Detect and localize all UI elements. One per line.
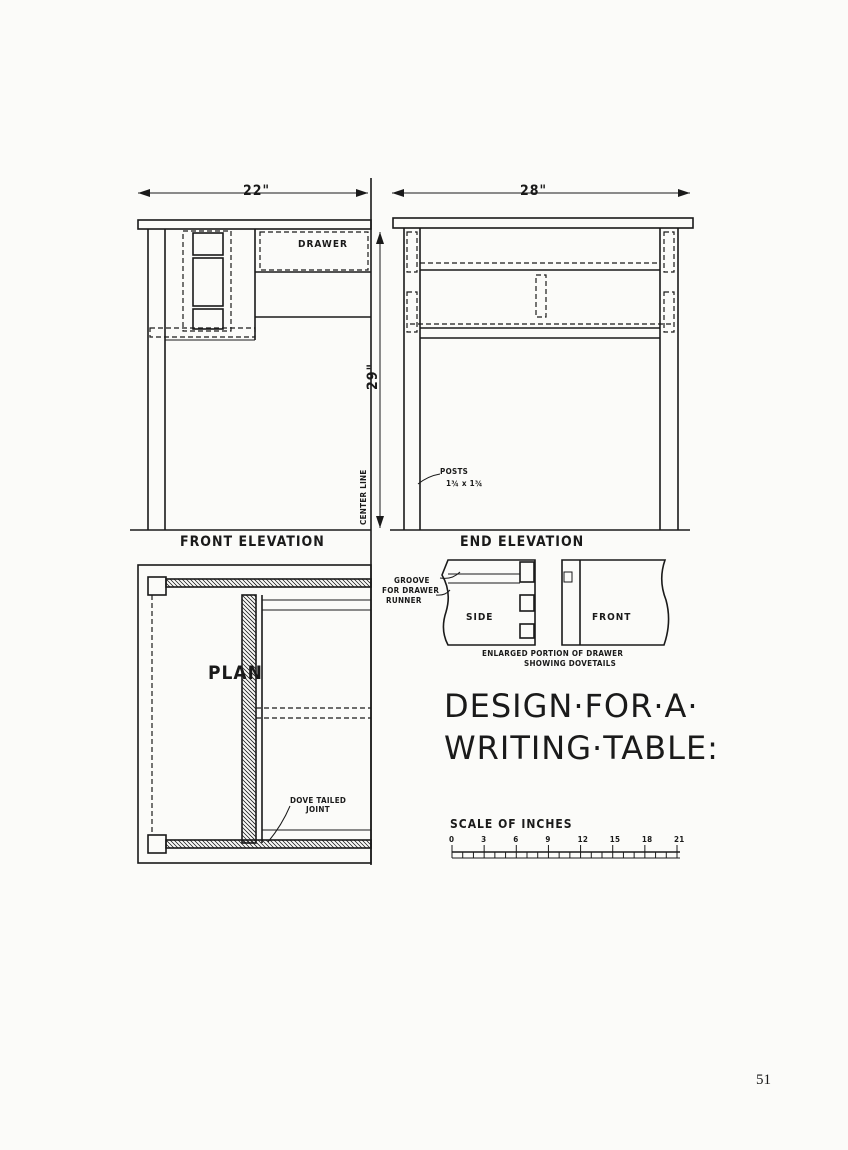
- groove-label-3: RUNNER: [386, 596, 422, 605]
- groove-label-2: FOR DRAWER: [382, 586, 440, 595]
- front-label: FRONT: [592, 612, 632, 623]
- posts-size: 1¾ x 1¾: [446, 479, 483, 488]
- dovetail-label-1: DOVE TAILED: [290, 796, 347, 805]
- scale-tick-label: 21: [674, 835, 685, 844]
- drawer-label: DRAWER: [298, 239, 348, 250]
- scale-tick-label: 15: [609, 835, 621, 844]
- end-elevation: [390, 189, 694, 531]
- scale-bar: [451, 845, 680, 859]
- scale-tick-label: 12: [577, 835, 589, 844]
- posts-label: POSTS: [440, 467, 469, 476]
- end-elevation-caption: END ELEVATION: [460, 534, 585, 550]
- dovetail-label-2: JOINT: [306, 805, 330, 814]
- height-dim: 29": [365, 362, 381, 390]
- center-line-label: CENTER LINE: [359, 469, 368, 525]
- scale-tick-label: 6: [513, 835, 519, 844]
- front-width-dim: 22": [243, 183, 271, 199]
- drawer-detail: [435, 559, 670, 646]
- detail-caption-1: ENLARGED PORTION OF DRAWER: [482, 649, 624, 658]
- end-width-dim: 28": [520, 183, 548, 199]
- front-elevation: [130, 189, 384, 531]
- scale-tick-label: 18: [641, 835, 653, 844]
- front-elevation-caption: FRONT ELEVATION: [180, 534, 325, 550]
- plan-view: [137, 564, 372, 864]
- detail-caption-2: SHOWING DOVETAILS: [524, 659, 617, 668]
- page-number: 51: [756, 1072, 771, 1088]
- plan-caption: PLAN: [208, 662, 263, 684]
- title-line-2: WRITING·TABLE:: [444, 729, 719, 767]
- scale-label: SCALE OF INCHES: [450, 817, 573, 831]
- side-label: SIDE: [466, 612, 494, 623]
- scale-tick-label: 9: [545, 835, 551, 844]
- scale-tick-label: 3: [481, 835, 487, 844]
- title-line-1: DESIGN·FOR·A·: [444, 687, 699, 725]
- scale-tick-label: 0: [449, 835, 455, 844]
- groove-label-1: GROOVE: [394, 576, 430, 585]
